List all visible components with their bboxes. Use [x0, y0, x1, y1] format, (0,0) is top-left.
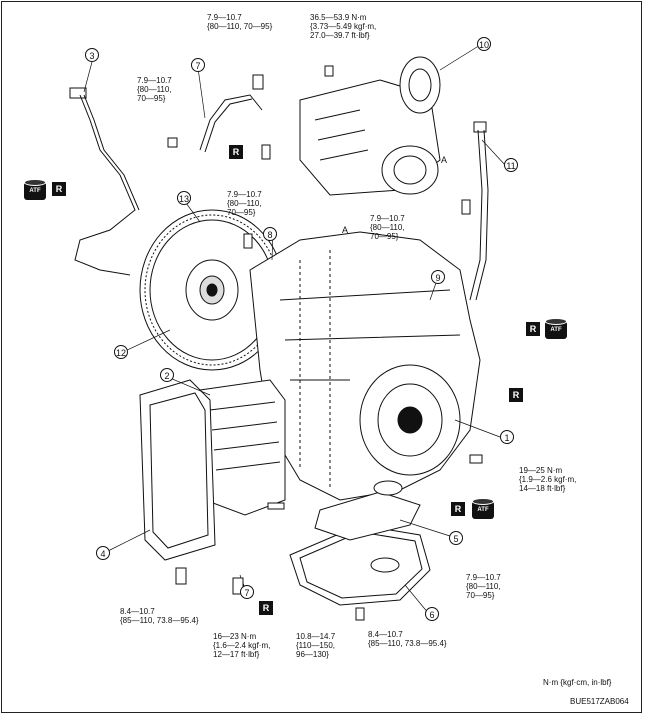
replace-icon: R: [229, 145, 243, 159]
atf-icon: ATF: [545, 318, 567, 340]
torque-harness-bolt: 7.9—10.7 {80—110, 70—95}: [137, 76, 172, 103]
torque-oil-pump-nut: 36.5—53.9 N·m {3.73—5.49 kgf·m, 27.0—39.…: [310, 13, 377, 40]
oil-pipe-drawing: [199, 74, 264, 153]
oil-pump-drawing: [299, 56, 441, 196]
callout-13: 13: [177, 191, 191, 205]
oil-pan-bottom-drawing: [289, 524, 431, 606]
torque-bottom-left-bolt: 8.4—10.7 {85—110, 73.8—95.4}: [120, 607, 199, 625]
oil-pan-left-drawing: [139, 379, 216, 561]
oil-strainer-drawing: [314, 480, 421, 541]
callout-12: 12: [114, 345, 128, 359]
callout-11: 11: [504, 158, 518, 172]
atf-icon: ATF: [472, 498, 494, 520]
torque-bottom-right-bolt: 8.4—10.7 {85—110, 73.8—95.4}: [368, 630, 447, 648]
replace-icon: R: [259, 601, 273, 615]
callout-2: 2: [160, 368, 174, 382]
transaxle-case-drawing: [249, 231, 481, 501]
torque-pipe-fitting: 7.9—10.7 {80—110, 70—95}: [207, 13, 273, 31]
replace-icon: R: [509, 388, 523, 402]
atf-icon: ATF: [24, 179, 46, 201]
callout-4: 4: [96, 546, 110, 560]
callout-10: 10: [477, 37, 491, 51]
callout-5: 5: [449, 531, 463, 545]
dipstick-drawing: [469, 121, 489, 301]
torque-valve-body-bolt: 10.8—14.7 {110—150, 96—130}: [296, 632, 336, 659]
callout-8: 8: [263, 227, 277, 241]
figure-code: BUE517ZAB064: [570, 697, 629, 706]
replace-icon: R: [451, 502, 465, 516]
torque-pan-bolt: 7.9—10.7 {80—110, 70—95}: [466, 573, 501, 600]
reference-letter-a-case: A: [342, 225, 349, 235]
callout-9: 9: [431, 270, 445, 284]
bolts: [167, 137, 483, 621]
callout-7-pipe: 7: [191, 58, 205, 72]
torque-case-bolt: 19—25 N·m {1.9—2.6 kgf·m, 14—18 ft·lbf}: [519, 466, 577, 493]
units-note: N·m {kgf·cm, in·lbf}: [543, 678, 612, 687]
torque-sensor-bolt: 7.9—10.7 {80—110, 70—95}: [227, 190, 262, 217]
callout-6: 6: [425, 607, 439, 621]
callout-3: 3: [85, 48, 99, 62]
replace-icon: R: [52, 182, 66, 196]
wiring-harness-drawing: [69, 87, 140, 276]
callout-7-plug: 7: [240, 585, 254, 599]
reference-letter-a-pump: A: [441, 155, 448, 165]
callout-1: 1: [500, 430, 514, 444]
torque-drain-plug: 16—23 N·m {1.6—2.4 kgf·m, 12—17 ft·lbf}: [213, 632, 271, 659]
torque-dipstick-bolt: 7.9—10.7 {80—110, 70—95}: [370, 214, 405, 241]
replace-icon: R: [526, 322, 540, 336]
